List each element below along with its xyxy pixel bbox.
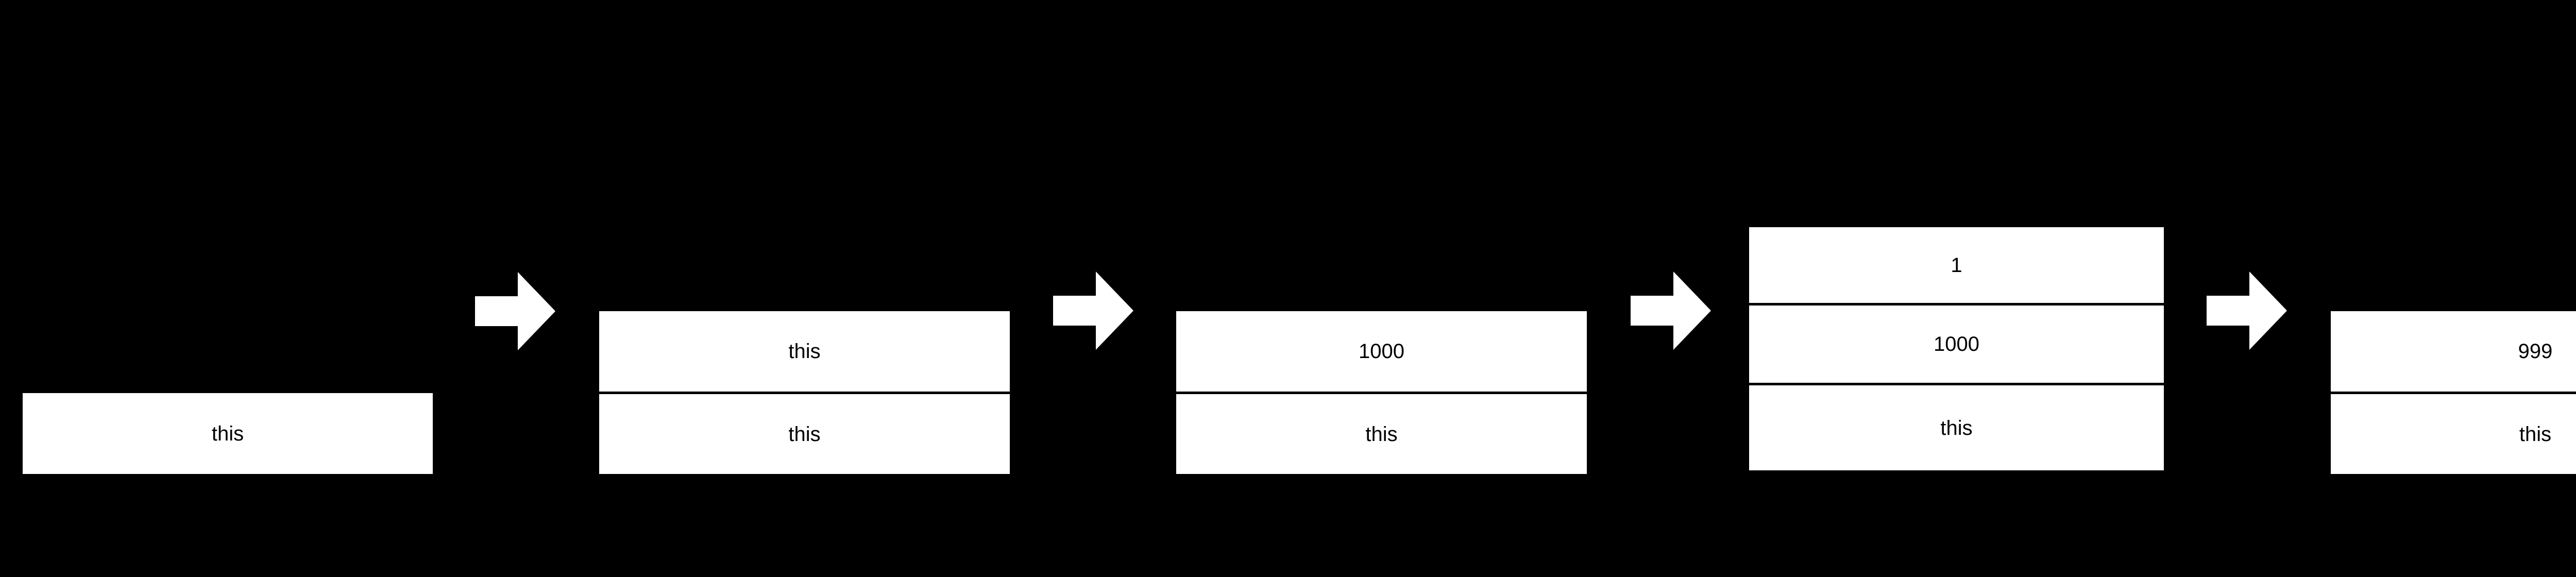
stack-cell: 1 bbox=[1749, 227, 2164, 303]
stack-frame-2: this this bbox=[599, 311, 1010, 474]
stack-cell: this bbox=[23, 393, 433, 474]
stack-frame-5: 999 this bbox=[2331, 311, 2576, 474]
stack-cell: this bbox=[2331, 394, 2576, 474]
right-block-arrow-icon bbox=[1053, 271, 1133, 350]
stack-cell: 1000 bbox=[1176, 311, 1587, 392]
stack-cell: this bbox=[1176, 394, 1587, 474]
stack-cell: 999 bbox=[2331, 311, 2576, 392]
stack-cell: this bbox=[599, 394, 1010, 474]
right-block-arrow-icon bbox=[475, 272, 555, 350]
stack-cell: 1000 bbox=[1749, 306, 2164, 383]
stack-frame-3: 1000 this bbox=[1176, 311, 1587, 474]
stack-cell: this bbox=[599, 311, 1010, 392]
right-block-arrow-icon bbox=[1631, 271, 1711, 350]
stack-cell: this bbox=[1749, 385, 2164, 470]
stack-frame-1: this bbox=[23, 393, 433, 474]
right-block-arrow-icon bbox=[2207, 271, 2287, 350]
stack-frame-4: 1 1000 this bbox=[1749, 227, 2164, 473]
